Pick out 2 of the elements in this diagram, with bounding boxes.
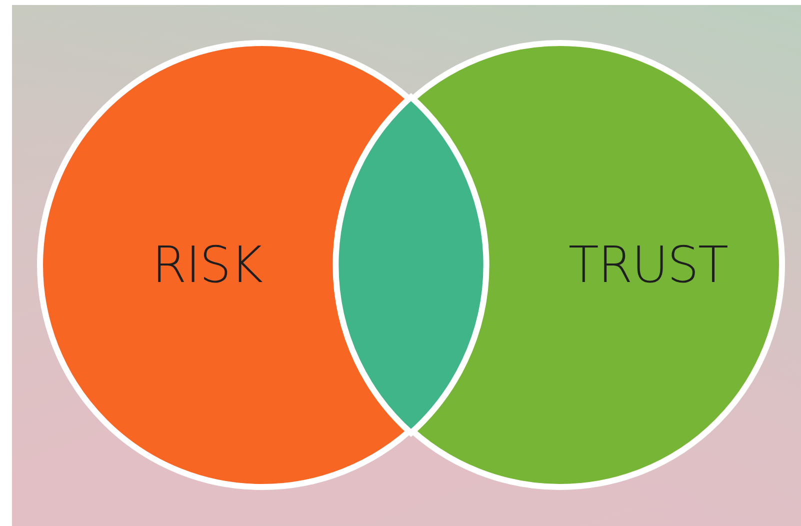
circle-label: RISK xyxy=(152,236,262,294)
circle-label: TRUST xyxy=(568,236,728,294)
